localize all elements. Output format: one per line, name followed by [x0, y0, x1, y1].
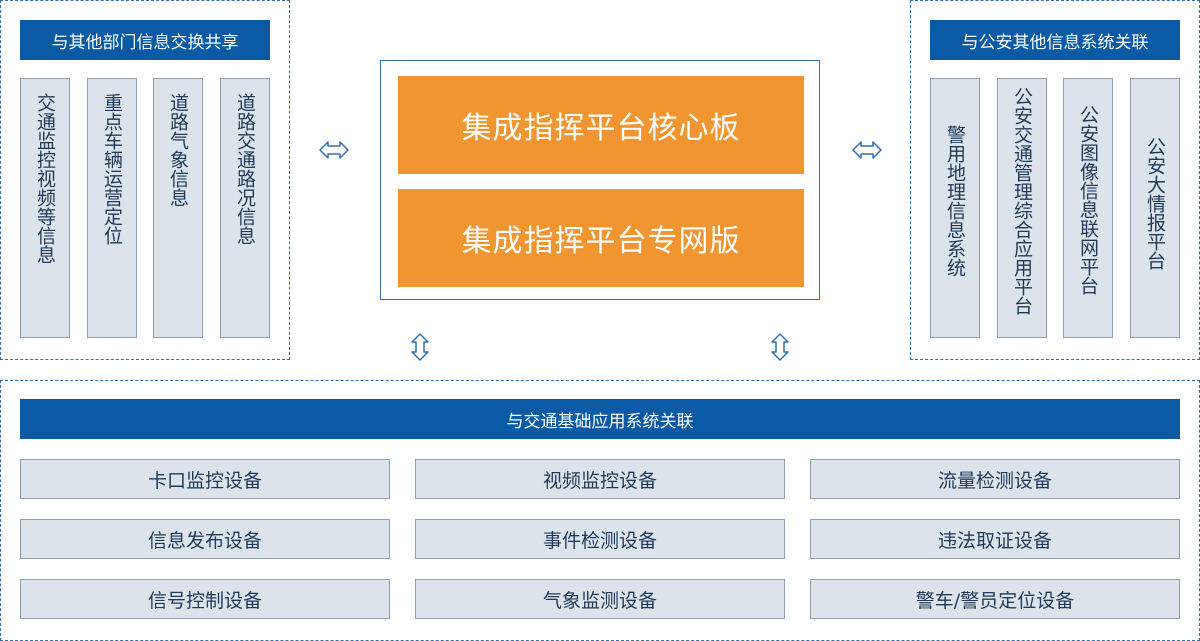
double-arrow-horizontal-left-icon [319, 141, 349, 159]
device-item: 流量检测设备 [810, 459, 1180, 499]
bottom-group-title: 与交通基础应用系统关联 [20, 399, 1180, 439]
double-arrow-vertical-right-icon [771, 333, 789, 361]
right-group-title: 与公安其他信息系统关联 [930, 20, 1180, 60]
left-group-frame [0, 0, 290, 360]
device-item: 违法取证设备 [810, 519, 1180, 559]
left-item-3: 道路气象信息 [153, 78, 203, 338]
device-item: 警车/警员定位设备 [810, 579, 1180, 619]
right-item-2: 公安交通管理综合应用平台 [997, 78, 1047, 338]
right-item-3: 公安图像信息联网平台 [1063, 78, 1113, 338]
right-item-1: 警用地理信息系统 [930, 78, 980, 338]
device-item: 卡口监控设备 [20, 459, 390, 499]
device-item: 视频监控设备 [415, 459, 785, 499]
device-item: 信息发布设备 [20, 519, 390, 559]
left-item-2: 重点车辆运营定位 [87, 78, 137, 338]
left-item-4: 道路交通路况信息 [220, 78, 270, 338]
device-item: 事件检测设备 [415, 519, 785, 559]
core-box-2: 集成指挥平台专网版 [398, 189, 804, 287]
core-box-1: 集成指挥平台核心板 [398, 76, 804, 174]
device-item: 气象监测设备 [415, 579, 785, 619]
double-arrow-horizontal-right-icon [852, 141, 882, 159]
left-item-1: 交通监控视频等信息 [20, 78, 70, 338]
double-arrow-vertical-left-icon [411, 333, 429, 361]
right-item-4: 公安大情报平台 [1130, 78, 1180, 338]
device-item: 信号控制设备 [20, 579, 390, 619]
left-group-title: 与其他部门信息交换共享 [20, 20, 270, 60]
